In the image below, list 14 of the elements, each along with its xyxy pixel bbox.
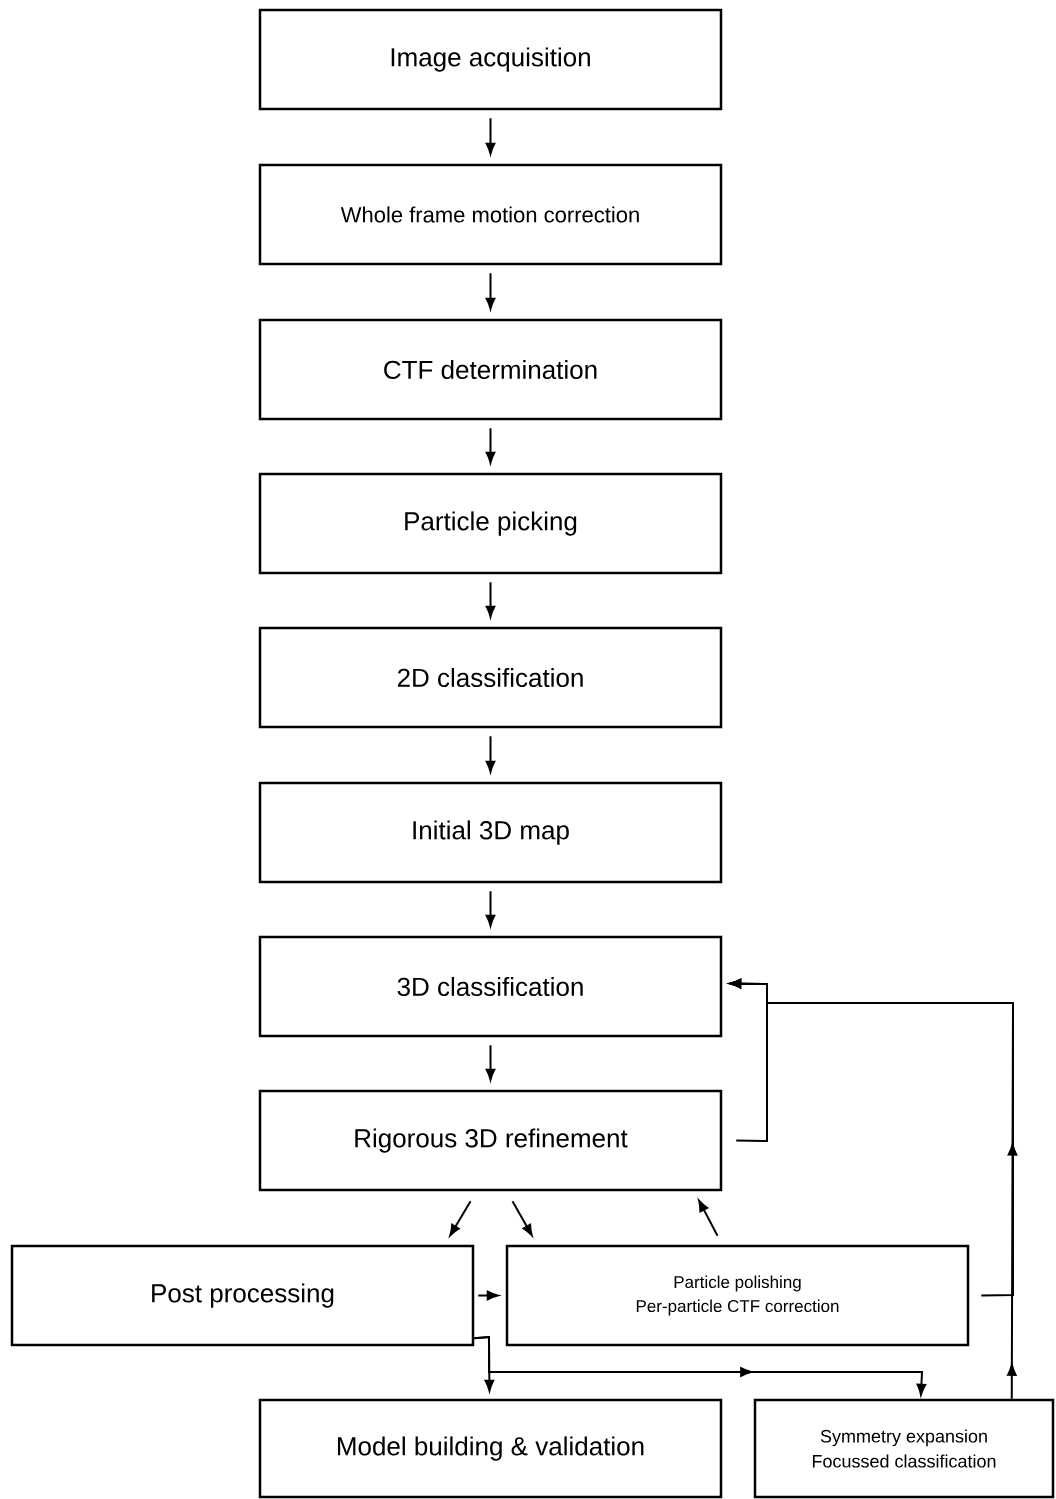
process-box: Whole frame motion correction xyxy=(258,163,723,266)
process-box: 3D classification xyxy=(258,935,723,1038)
process-box: Particle picking xyxy=(258,472,723,575)
process-box: Initial 3D map xyxy=(258,781,723,884)
process-box: Model building & validation xyxy=(258,1398,723,1499)
process-box: 2D classification xyxy=(258,626,723,729)
arrow xyxy=(511,1200,533,1237)
process-box: Image acquisition xyxy=(258,8,723,111)
process-box: Symmetry expansion Focussed classification xyxy=(753,1398,1055,1499)
process-box: Post processing xyxy=(10,1244,475,1347)
process-box: CTF determination xyxy=(258,318,723,421)
arrow xyxy=(449,1200,472,1237)
process-box: Rigorous 3D refinement xyxy=(258,1089,723,1192)
arrow xyxy=(698,1200,719,1237)
